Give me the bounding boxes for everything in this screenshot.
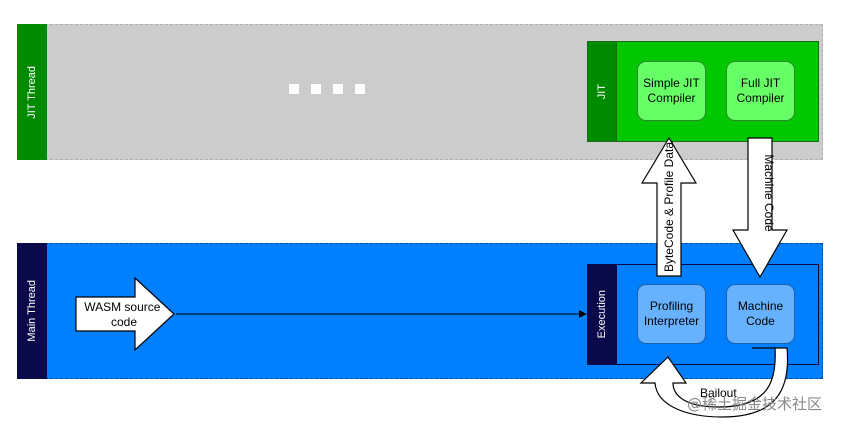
wasm-source-label-line2: code <box>111 315 137 329</box>
watermark-text: @稀土掘金技术社区 <box>687 395 822 413</box>
wasm-source-label-line1: WASM source <box>84 300 161 314</box>
wasm-source-label: WASM source code <box>84 300 164 329</box>
ellipsis-dot <box>289 84 299 94</box>
bailout-label: Bailout <box>700 386 737 400</box>
machine-code-node[interactable]: Machine Code <box>726 284 795 344</box>
bailout-arrow[interactable] <box>639 347 789 418</box>
simple-jit-compiler-node[interactable]: Simple JIT Compiler <box>637 61 706 121</box>
jit-group-label: JIT <box>587 41 617 142</box>
ellipsis-dot <box>311 84 321 94</box>
bytecode-profile-data-arrow[interactable] <box>640 136 698 277</box>
ellipsis-dot <box>333 84 343 94</box>
jit-thread-label: JIT Thread <box>17 24 47 160</box>
machine-code-arrow-label: Machine Code <box>762 154 776 232</box>
bytecode-profile-data-label: ByteCode & Profile Data <box>662 142 676 272</box>
machine-code-arrow[interactable] <box>731 137 789 279</box>
full-jit-compiler-node[interactable]: Full JIT Compiler <box>726 61 795 121</box>
profiling-interpreter-node[interactable]: Profiling Interpreter <box>637 284 706 344</box>
ellipsis-dot <box>355 84 365 94</box>
main-thread-label: Main Thread <box>17 243 47 379</box>
wasm-source-arrow[interactable] <box>75 276 175 352</box>
execution-group-label: Execution <box>587 264 617 365</box>
